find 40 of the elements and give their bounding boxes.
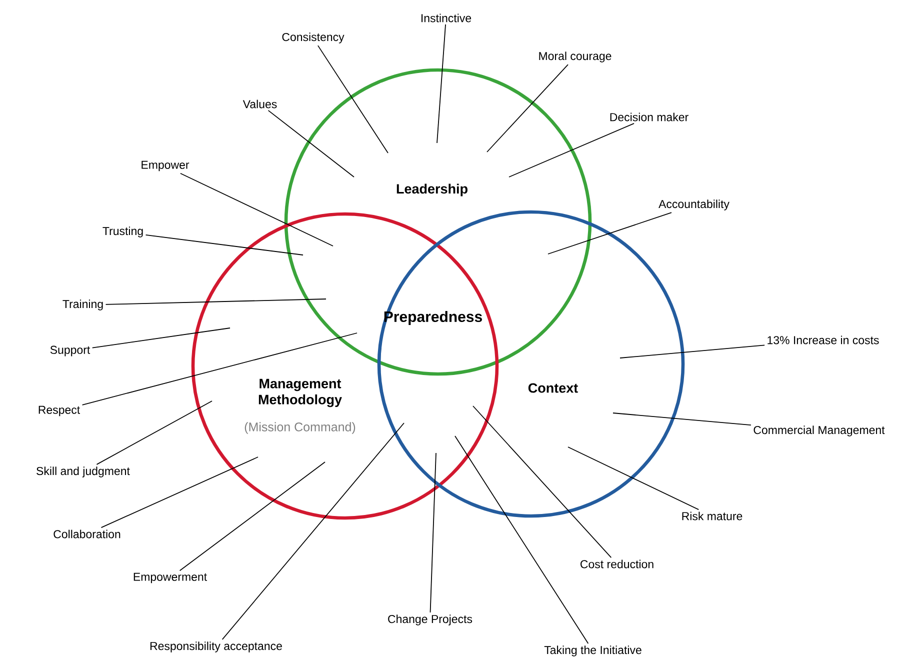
callout-text: Risk mature [682, 512, 742, 520]
leader-line [568, 446, 700, 510]
leader-line [100, 456, 258, 528]
callout-text: Empower [142, 160, 190, 172]
callout-text: Training [62, 300, 103, 310]
leader-line [105, 298, 326, 305]
leader-line [145, 234, 304, 256]
leader-line [96, 400, 212, 465]
callout-text: Trusting [102, 226, 143, 238]
leader-line [82, 332, 358, 406]
callout-text: Taking the Initiative [544, 646, 642, 656]
leader-line [486, 64, 568, 152]
leader-line [454, 436, 589, 644]
leader-line [620, 344, 765, 358]
callout-text: Consistency [282, 32, 344, 44]
callout-text: 13% Increase in costs [768, 336, 879, 344]
callout-text: Accountability [658, 200, 730, 210]
callout-text: Instinctive [422, 14, 472, 22]
leader-line [268, 110, 354, 178]
leader-line [436, 24, 446, 144]
callout-text: Moral courage [539, 52, 612, 62]
leader-line [92, 328, 230, 348]
callout-text: Empowerment [134, 572, 207, 584]
callout-text: Values [242, 100, 277, 108]
callout-text: Responsibility acceptance [150, 642, 282, 652]
leader-line [612, 412, 752, 426]
callout-text: Change Projects [388, 614, 472, 626]
leader-line [548, 212, 672, 254]
callout-text: Respect [38, 406, 80, 416]
callout-text: Cost reduction [580, 560, 654, 568]
callout-text: Decision maker [610, 112, 688, 122]
callout-text: Skill and judgment [36, 466, 130, 478]
leader-line [317, 45, 388, 154]
leader-line [222, 422, 404, 640]
callout-text: Commercial Management [754, 426, 885, 436]
leader-line [472, 406, 612, 558]
leader-line [508, 122, 634, 178]
callout-text: Support [50, 346, 90, 356]
leader-line [179, 462, 326, 572]
callout-text: Collaboration [54, 530, 120, 538]
